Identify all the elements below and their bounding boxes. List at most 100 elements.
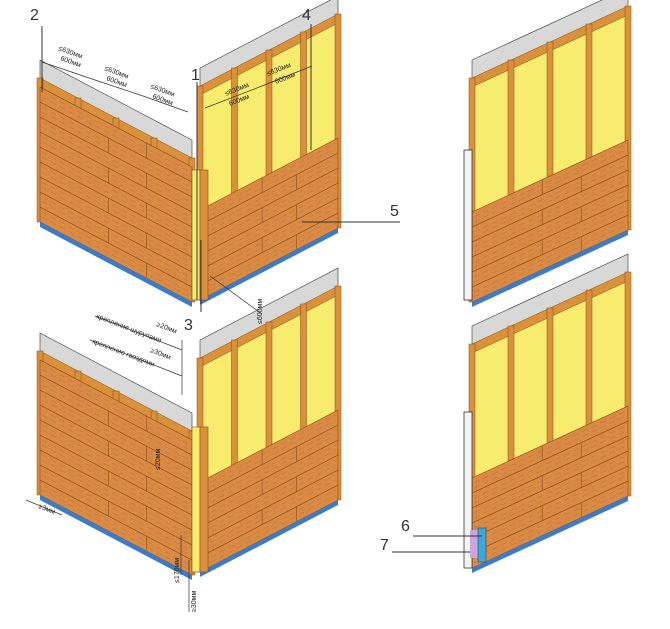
p3-left-grain: [41, 364, 191, 446]
p1-left-base-strip: [40, 222, 192, 307]
p1-left-grain: [41, 186, 191, 268]
panel-bottom-right: [463, 253, 632, 573]
p2-wall-grain: [473, 144, 627, 218]
p1-left-grain: [41, 96, 191, 178]
p2-end-profile: [463, 149, 473, 301]
p1-left-grain: [41, 141, 191, 223]
p1-left-grain: [41, 156, 191, 238]
p1-corner-profile-left: [191, 169, 201, 301]
p3-right-grain: [201, 429, 337, 503]
p1-left-grain: [41, 166, 191, 248]
p3-left-grain: [41, 394, 191, 476]
p4-wall-grain: [473, 460, 627, 534]
p1-right-grain: [201, 202, 337, 276]
p1-right-grain: [201, 192, 337, 266]
end-trim-6: [477, 527, 487, 563]
p4-wall-grain: [473, 490, 627, 564]
p3-left-base-strip: [40, 495, 192, 580]
p1-right-grain: [201, 147, 337, 221]
p1-left-grain: [41, 91, 191, 173]
p2-wall-base-strip: [472, 230, 628, 307]
p1-left-grain: [41, 201, 191, 283]
dim-le20: ≤20мм: [155, 449, 162, 470]
caption-nails: крепление гвоздями: [91, 338, 155, 368]
p3-left-grain: [41, 439, 191, 521]
p1-left-grain: [41, 121, 191, 203]
p1-right-grain: [201, 187, 337, 261]
p3-right-grain: [201, 444, 337, 518]
p3-left-grain: [41, 454, 191, 536]
p4-wall-base-strip: [472, 496, 628, 573]
p1-right-grain: [201, 142, 337, 216]
p2-wall-grain: [473, 209, 627, 283]
p3-left-grain: [41, 369, 191, 451]
p1-left-grain: [41, 126, 191, 208]
p1-left-grain: [41, 151, 191, 233]
p2-wall-grain: [473, 219, 627, 293]
p4-wall-grain: [473, 430, 627, 504]
p2-wall-grain: [473, 159, 627, 233]
p1-left-grain: [41, 106, 191, 188]
p2-wall-grain: [473, 149, 627, 223]
p1-left-grain: [41, 196, 191, 278]
p1-corner-profile-right: [199, 169, 209, 301]
dim-le170: ≤170мм: [174, 558, 181, 583]
p3-right-grain: [201, 474, 337, 548]
p1-right-grain: [201, 177, 337, 251]
panel-top-left: [36, 0, 342, 307]
p3-right-grain: [201, 434, 337, 508]
p4-wall-grain: [473, 470, 627, 544]
p2-wall-grain: [473, 194, 627, 268]
p3-left-grain: [41, 429, 191, 511]
p3-left-grain: [41, 414, 191, 496]
p1-right-grain: [201, 172, 337, 246]
p3-left-grain: [41, 474, 191, 556]
p3-right-grain: [201, 479, 337, 553]
p1-right-grain: [201, 162, 337, 236]
dim-le600: ≤600мм: [257, 299, 264, 324]
p1-left-grain: [41, 181, 191, 263]
callout-6: 6: [401, 518, 410, 535]
p3-right-grain: [201, 449, 337, 523]
p3-left-grain: [41, 459, 191, 541]
p4-end-profile: [463, 411, 473, 569]
p1-right-grain: [201, 207, 337, 281]
p4-wall-grain: [473, 455, 627, 529]
p3-right-grain: [201, 419, 337, 493]
dim-ge30: ≥30мм: [149, 347, 172, 361]
p3-left-grain: [41, 384, 191, 466]
p2-wall-grain: [473, 164, 627, 238]
p3-right-grain: [201, 489, 337, 563]
p3-right-grain: [201, 494, 337, 568]
callout-1: 1: [191, 67, 200, 84]
starter-strip-7: [470, 530, 478, 558]
p1-right-grain: [201, 157, 337, 231]
p3-right-grain: [201, 464, 337, 538]
p2-wall-grain: [473, 174, 627, 248]
caption-screws: крепление шурупами: [95, 313, 162, 344]
p1-left-grain: [41, 211, 191, 293]
p4-wall-grain: [473, 440, 627, 514]
p4-wall-grain: [473, 415, 627, 489]
p3-left-grain: [41, 379, 191, 461]
p3-corner-profile-right: [199, 426, 209, 573]
p3-left-grain: [41, 484, 191, 566]
p3-right-base-strip: [200, 500, 338, 577]
p1-left-grain: [41, 111, 191, 193]
panel-top-right: [463, 0, 632, 307]
p4-wall-grain: [473, 445, 627, 519]
p3-corner-profile-left: [191, 426, 201, 573]
p1-left-grain: [41, 171, 191, 253]
p2-wall-grain: [473, 204, 627, 278]
p1-corner-profile: [191, 169, 209, 301]
callout-4: 4: [302, 7, 311, 24]
p2-wall-grain: [473, 189, 627, 263]
callout-7: 7: [380, 537, 389, 554]
p4-wall-grain: [473, 485, 627, 559]
p4-wall-grain: [473, 425, 627, 499]
p2-wall-grain: [473, 224, 627, 298]
callout-3: 3: [184, 317, 193, 334]
p1-left-grain: [41, 136, 191, 218]
p3-left-grain: [41, 409, 191, 491]
